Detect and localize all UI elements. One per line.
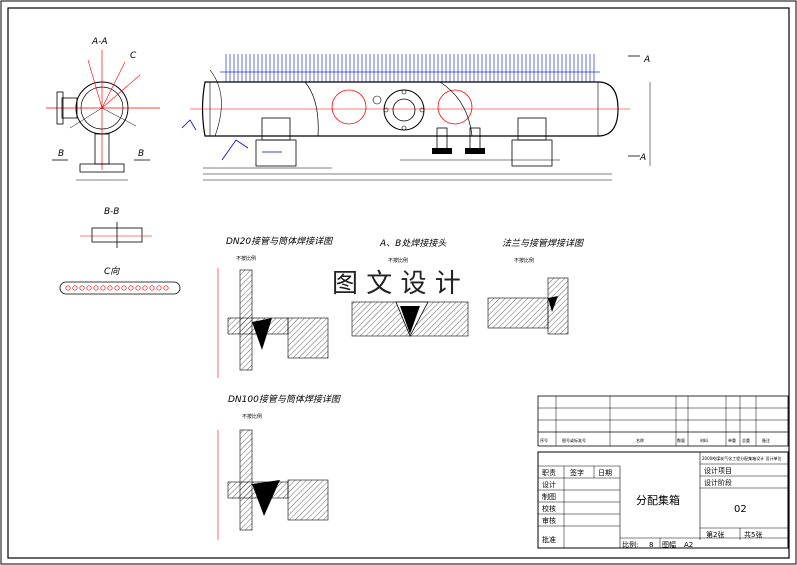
c-view-hole	[100, 285, 106, 291]
arrow-b-right: B	[138, 149, 144, 159]
parts-list: 序号 图号或标准号 名称 数量 材料 单重 总重 备注	[537, 395, 789, 447]
c-view-hole	[142, 285, 148, 291]
section-aa-label: A-A	[91, 37, 108, 47]
parts-header-unit-weight: 单重	[728, 437, 736, 443]
dn100-detail: DN100接管与筒体焊接详图 不按比例	[217, 394, 342, 540]
arrow-b-left: B	[58, 149, 64, 159]
dn20-scale: 不按比例	[236, 255, 256, 262]
dn100-scale: 不按比例	[242, 413, 262, 420]
title-scale-label: 比例:	[622, 540, 638, 549]
title-row-design: 设计	[542, 480, 556, 489]
flange-detail: 法兰与接管焊接详图 不按比例	[487, 238, 585, 335]
title-design-stage: 设计阶段	[704, 478, 732, 487]
section-bb-label: B-B	[104, 207, 119, 217]
title-drawing-number: 02	[734, 504, 747, 515]
c-view-hole	[156, 285, 162, 291]
title-row-approve: 批准	[542, 535, 556, 544]
ab-scale: 不按比例	[388, 257, 408, 264]
c-view-hole	[149, 285, 155, 291]
ab-title: A、B处焊接接头	[379, 238, 447, 249]
dn100-title: DN100接管与筒体焊接详图	[228, 394, 342, 405]
c-view-hole	[128, 285, 134, 291]
c-view-hole	[79, 285, 85, 291]
c-view-hole	[114, 285, 120, 291]
c-view-hole	[93, 285, 99, 291]
c-view-hole	[163, 285, 169, 291]
parts-header-remarks: 备注	[762, 437, 770, 443]
parts-header-name: 名称	[636, 437, 644, 443]
title-row-date: 日期	[598, 469, 612, 477]
title-scale-value: 8	[649, 541, 653, 549]
title-row-review: 审核	[542, 516, 556, 525]
title-row-duty: 职责	[542, 468, 556, 477]
title-block: 2000吨煤炭气化工程分配集箱设计 设计单位 设计项目 设计阶段 分配集箱 02…	[537, 451, 789, 549]
view-c: C向	[59, 266, 181, 295]
title-design-project: 设计项目	[704, 466, 732, 475]
title-project-row: 2000吨煤炭气化工程分配集箱设计 设计单位	[702, 455, 781, 461]
title-row-sign: 签字	[570, 468, 584, 477]
title-paper-label: 图幅	[662, 540, 676, 549]
dn20-title: DN20接管与筒体焊接详图	[226, 236, 334, 247]
c-view-hole	[107, 285, 113, 291]
section-c-label: C	[130, 51, 137, 61]
ab-weld-detail: A、B处焊接接头 不按比例	[351, 238, 469, 337]
flange-scale: 不按比例	[514, 257, 534, 264]
flange-title: 法兰与接管焊接详图	[502, 238, 585, 249]
parts-header-drawing: 图号或标准号	[562, 437, 586, 443]
title-paper-value: A2	[684, 541, 693, 549]
c-view-hole	[135, 285, 141, 291]
title-sheet-no: 第2张	[706, 530, 724, 539]
arrow-a-bottom: A	[639, 153, 646, 163]
c-view-hole	[86, 285, 92, 291]
title-row-check: 校核	[542, 504, 556, 513]
front-view: A A	[181, 54, 651, 181]
c-view-hole	[121, 285, 127, 291]
title-row-draft: 制图	[542, 492, 556, 501]
parts-header-qty: 数量	[677, 437, 685, 443]
arrow-a-top: A	[643, 55, 650, 65]
parts-header-no: 序号	[540, 437, 548, 443]
parts-header-total-weight: 总重	[742, 437, 750, 443]
watermark-text: 图 文 设 计	[332, 269, 461, 299]
inner-frame	[7, 7, 790, 559]
title-drawing-name: 分配集箱	[636, 493, 680, 507]
c-view-hole	[72, 285, 78, 291]
view-c-label: C向	[104, 266, 120, 277]
c-view-hole	[65, 285, 71, 291]
section-aa-view: A-A C B B	[46, 37, 160, 181]
tube-bank	[220, 54, 600, 82]
section-bb-view: B-B	[80, 207, 152, 248]
dn20-detail: DN20接管与筒体焊接详图 不按比例	[217, 236, 334, 378]
parts-header-material: 材料	[700, 437, 708, 443]
title-total-sheets: 共5张	[744, 530, 762, 539]
